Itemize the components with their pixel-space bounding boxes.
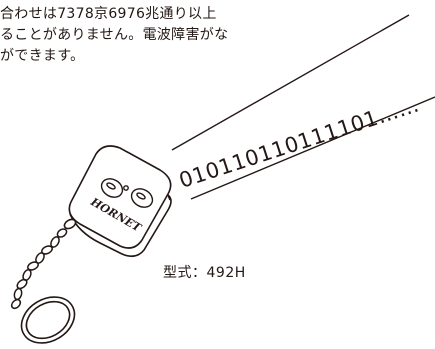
description-line-3: ができます。 <box>0 48 85 64</box>
remote-buttons <box>100 178 154 208</box>
description-line-2: ることがありません。電波障害がな <box>0 27 229 43</box>
signal-beam-icon <box>171 14 435 200</box>
key-ring-icon <box>20 296 76 344</box>
remote-keyfob-icon <box>63 145 172 258</box>
binary-code-text: 010110110111101…… <box>176 92 422 192</box>
key-chain-icon <box>10 228 68 310</box>
led-indicator-icon <box>123 185 129 191</box>
model-label: 型式：492H <box>163 265 246 281</box>
description-line-1: 合わせは7378京6976兆通り以上 <box>0 6 217 22</box>
description-text: 合わせは7378京6976兆通り以上 ることがありません。電波障害がな ができま… <box>0 4 340 67</box>
